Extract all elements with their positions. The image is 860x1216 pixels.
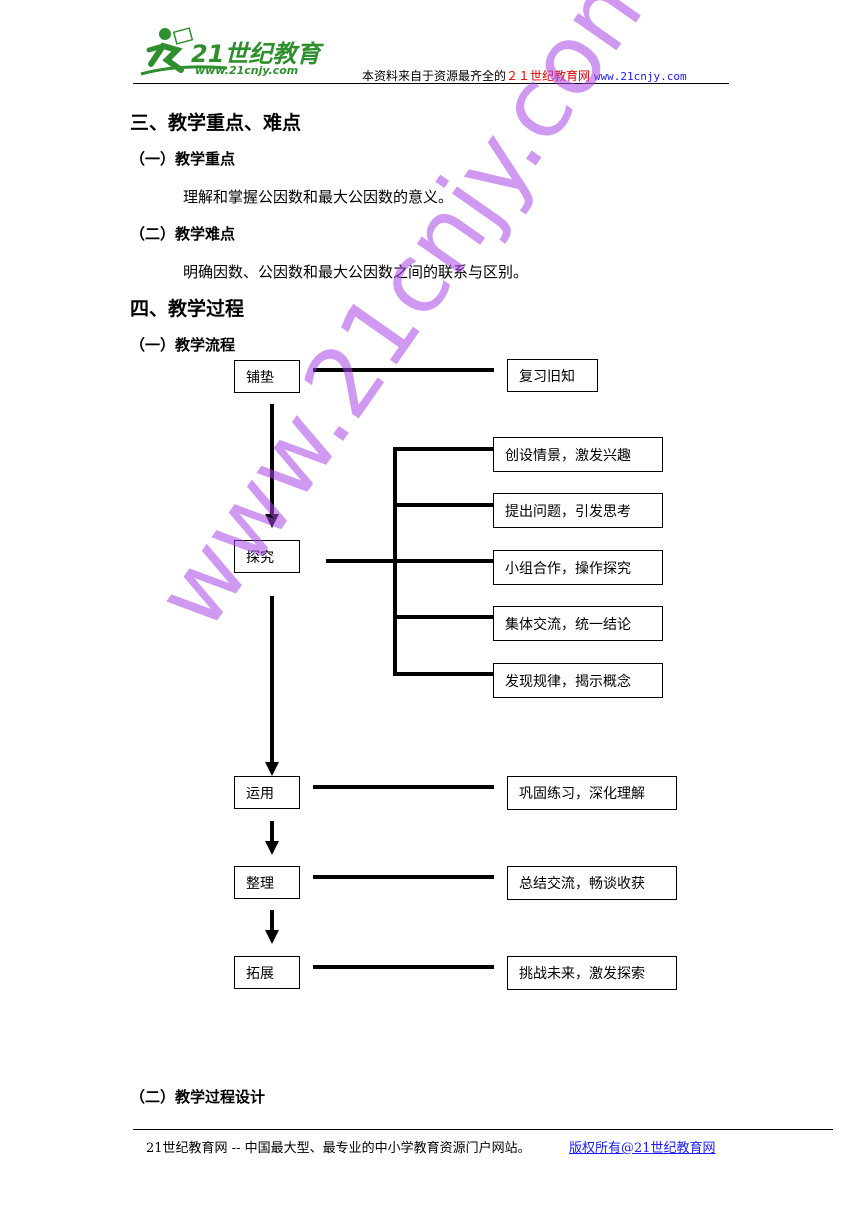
detail-zhengli-box: 总结交流，畅谈收获 bbox=[507, 866, 677, 900]
detail-tanjiu-4-box: 集体交流，统一结论 bbox=[493, 606, 663, 641]
detail-tanjiu-2-box: 提出问题，引发思考 bbox=[493, 493, 663, 528]
connector-yunyong bbox=[313, 785, 494, 789]
stage-zhengli-box: 整理 bbox=[234, 866, 300, 899]
site-logo[interactable]: 21世纪教育 www.21cnjy.com bbox=[137, 24, 337, 84]
section-3-2-title: （二）教学难点 bbox=[130, 225, 236, 243]
section-3-1-title: （一）教学重点 bbox=[130, 150, 236, 168]
section-3-1-text: 理解和掌握公因数和最大公因数的意义。 bbox=[183, 188, 454, 206]
connector-tanjiu-3 bbox=[393, 559, 493, 563]
detail-tanjiu-5-box: 发现规律，揭示概念 bbox=[493, 663, 663, 698]
stage-tuozhan-box: 拓展 bbox=[234, 956, 300, 989]
connector-zhengli bbox=[313, 875, 494, 879]
section-3-title: 三、教学重点、难点 bbox=[130, 112, 302, 134]
connector-tanjiu-1 bbox=[393, 447, 493, 451]
header-note-prefix: 本资料来自于资源最齐全的 bbox=[362, 69, 507, 83]
detail-tuozhan-box: 挑战未来，激发探索 bbox=[507, 956, 677, 990]
logo-url: www.21cnjy.com bbox=[195, 64, 299, 77]
connector-tanjiu-5 bbox=[393, 672, 493, 676]
arrow-down-icon bbox=[265, 514, 279, 528]
header-note: 本资料来自于资源最齐全的２１世纪教育网 www.21cnjy.com bbox=[362, 67, 687, 84]
arrow-down-icon bbox=[265, 762, 279, 776]
detail-pudian-box: 复习旧知 bbox=[507, 359, 598, 392]
arrow-tanjiu-yunyong-shaft bbox=[270, 596, 274, 764]
header-url-link[interactable]: www.21cnjy.com bbox=[593, 70, 687, 83]
footer-text: 21世纪教育网 -- 中国最大型、最专业的中小学教育资源门户网站。 bbox=[146, 1141, 531, 1156]
arrow-zhengli-tuozhan-shaft bbox=[270, 910, 274, 932]
header-brand-link[interactable]: ２１世纪教育网 bbox=[506, 69, 591, 83]
connector-pudian bbox=[313, 368, 494, 372]
stage-tanjiu-box: 探究 bbox=[234, 540, 300, 573]
copyright-link[interactable]: 版权所有@21世纪教育网 bbox=[569, 1141, 716, 1156]
arrow-pudian-tanjiu-shaft bbox=[270, 404, 274, 516]
stage-yunyong-box: 运用 bbox=[234, 776, 300, 809]
connector-tuozhan bbox=[313, 965, 494, 969]
connector-tanjiu-2 bbox=[393, 503, 493, 507]
logo-title: 21世纪教育 bbox=[191, 40, 321, 68]
runner-logo-icon bbox=[140, 27, 228, 76]
section-3-2-text: 明确因数、公因数和最大公因数之间的联系与区别。 bbox=[183, 263, 529, 281]
section-4-2-title: （二）教学过程设计 bbox=[130, 1088, 266, 1106]
arrow-down-icon bbox=[265, 930, 279, 944]
connector-tanjiu-4 bbox=[393, 615, 493, 619]
arrow-down-icon bbox=[265, 841, 279, 855]
section-4-1-title: （一）教学流程 bbox=[130, 336, 236, 354]
detail-tanjiu-1-box: 创设情景，激发兴趣 bbox=[493, 437, 663, 472]
connector-tanjiu-trunk bbox=[326, 559, 400, 563]
stage-pudian-box: 铺垫 bbox=[234, 360, 300, 393]
detail-yunyong-box: 巩固练习，深化理解 bbox=[507, 776, 677, 810]
arrow-yunyong-zhengli-shaft bbox=[270, 821, 274, 843]
detail-tanjiu-3-box: 小组合作，操作探究 bbox=[493, 550, 663, 585]
header-divider bbox=[133, 83, 729, 84]
section-4-title: 四、教学过程 bbox=[130, 298, 245, 320]
footer-divider bbox=[133, 1129, 833, 1130]
